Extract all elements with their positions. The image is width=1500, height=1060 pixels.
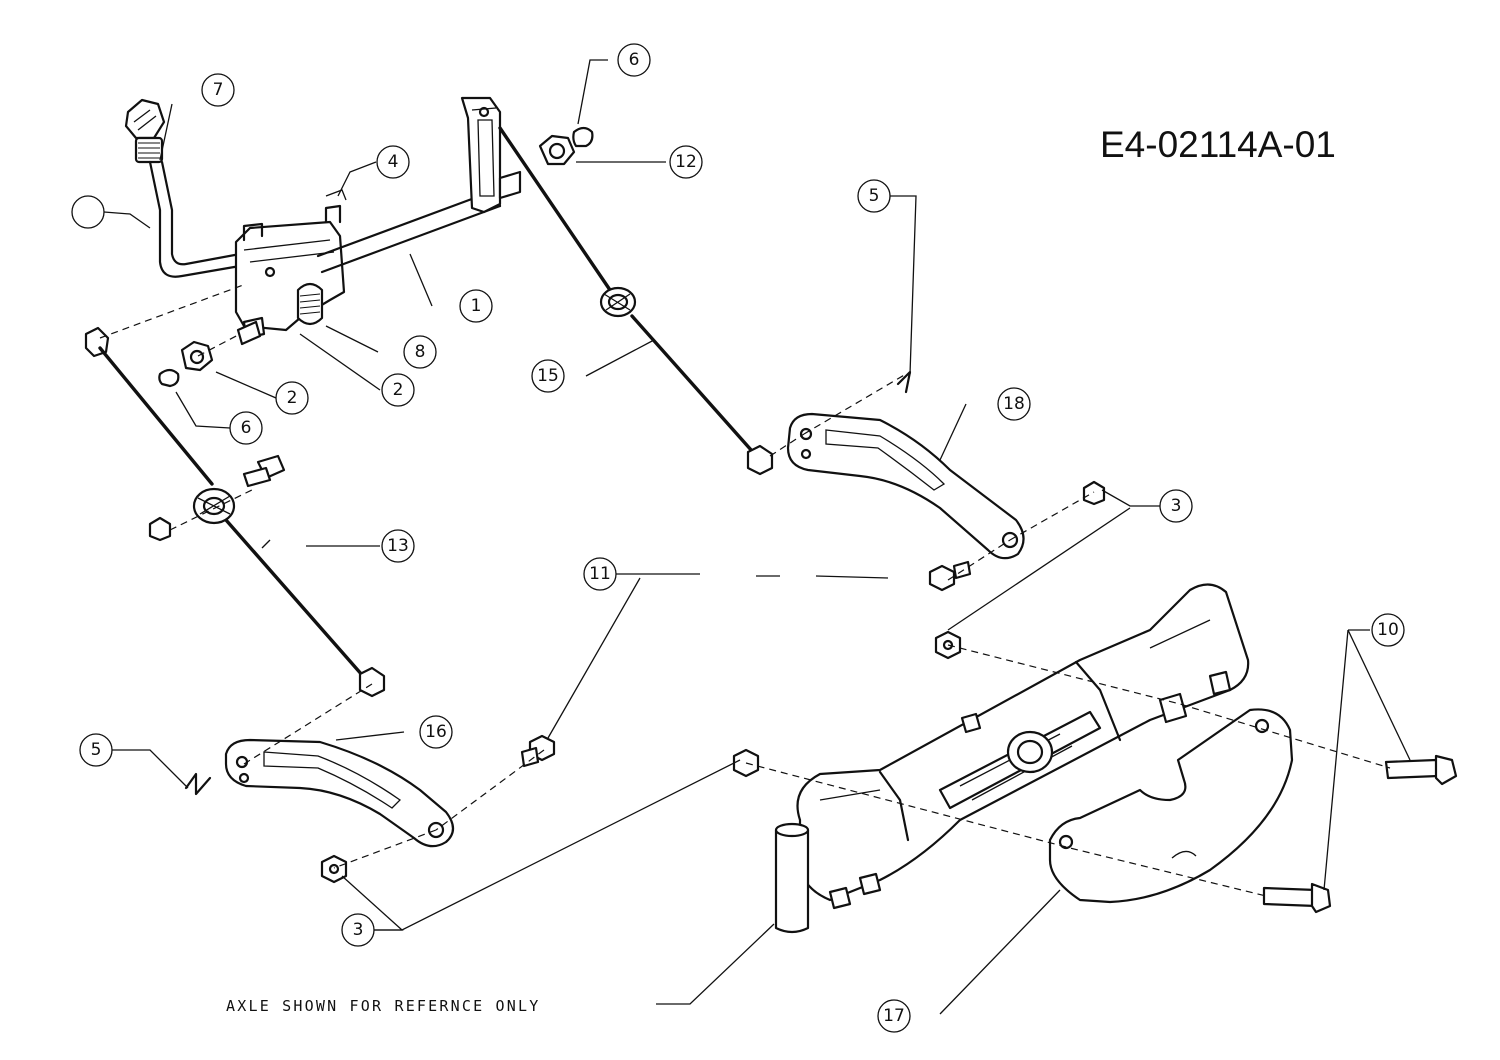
part-12-nut-top [538,134,576,166]
svg-text:18: 18 [1003,394,1025,414]
svg-text:4: 4 [388,152,399,172]
part-13-rod-left [84,326,386,698]
svg-text:12: 12 [675,152,697,172]
callout-12: 12 [669,145,703,179]
callout-2b: 2 [275,381,309,415]
part-7-knob [124,98,166,164]
callout-1: 1 [459,289,493,323]
part-15-rod-right [498,126,774,476]
svg-text:17: 17 [883,1006,905,1026]
callout-5a: 5 [857,179,891,213]
svg-text:2: 2 [287,388,298,408]
callout-4: 4 [376,145,410,179]
assembly-lines [99,283,1391,897]
part-5-clip-right [896,370,912,394]
part-11-bolt-lower [520,734,556,768]
callout-11: 11 [583,557,617,591]
callout-13: 13 [381,529,415,563]
callout-17: 17 [877,999,911,1033]
pin-left [242,454,286,488]
part-14-lever [148,160,242,278]
part-16-lift-arm [224,738,455,848]
part-6-clip-lower [158,368,180,388]
callout-16: 16 [419,715,453,749]
callout-2a: 2 [381,373,415,407]
part-18-lift-arm [786,412,1025,560]
axle-reference-note: AXLE SHOWN FOR REFERNCE ONLY [226,997,540,1015]
svg-text:16: 16 [425,722,447,742]
svg-text:13: 13 [387,536,409,556]
part-17-plate [1048,708,1294,904]
svg-text:3: 3 [353,920,364,940]
part-5-clip-left [184,772,212,796]
axle-assembly [796,583,1250,910]
callout-3b: 3 [341,913,375,947]
svg-text:5: 5 [869,186,880,206]
svg-text:7: 7 [213,80,224,100]
svg-text:11: 11 [589,564,611,584]
pulley-left [192,487,236,525]
part-6-clip-top [572,126,594,148]
svg-text:10: 10 [1377,620,1399,640]
leader-lines [103,59,1411,1015]
callout-14 [71,195,105,229]
callout-7: 7 [201,73,235,107]
pedal-arm [460,96,522,214]
callout-18: 18 [997,387,1031,421]
svg-text:15: 15 [537,366,559,386]
stud [236,320,262,346]
svg-text:8: 8 [415,342,426,362]
svg-text:1: 1 [471,296,482,316]
drawing-number: E4-02114A-01 [1100,124,1336,165]
callout-6a: 6 [617,43,651,77]
callout-5b: 5 [79,733,113,767]
svg-text:2: 2 [393,380,404,400]
part-3-bushing-upper [1082,480,1106,506]
callout-8: 8 [403,335,437,369]
callout-10: 10 [1371,613,1405,647]
callout-3a: 3 [1159,489,1193,523]
svg-text:5: 5 [91,740,102,760]
part-10-bolt-lower [1262,882,1332,914]
svg-text:6: 6 [241,418,252,438]
callout-6b: 6 [229,411,263,445]
part-11-bolt-upper [928,560,972,592]
pulley-right [599,286,637,318]
part-4-bracket-assembly [234,189,347,340]
part-10-bolt-upper [1384,754,1458,786]
part-3-nut-lower-left [320,854,348,884]
svg-text:3: 3 [1171,496,1182,516]
part-2-nut [180,340,214,372]
callout-15: 15 [531,359,565,393]
axle-post [774,822,810,934]
svg-text:6: 6 [629,50,640,70]
